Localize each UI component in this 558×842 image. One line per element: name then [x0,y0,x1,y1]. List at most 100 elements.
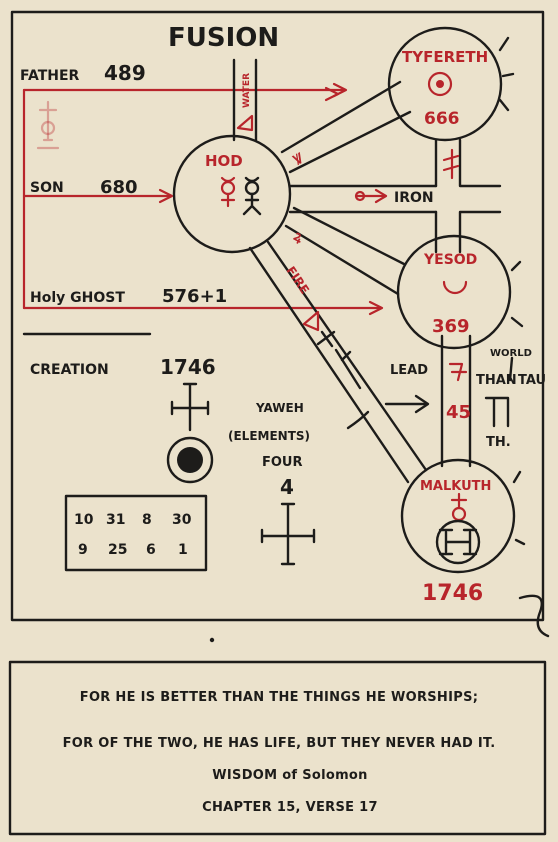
father-value: 489 [104,61,146,85]
iron-label: IRON [394,190,434,206]
yahweh-line2: (ELEMENTS) [228,429,310,443]
lead-label: LEAD [390,363,428,378]
fire-label: FIRE [284,264,312,297]
number-grid-box [64,494,208,572]
creation-value: 1746 [160,355,216,379]
yesod-value: 369 [432,316,470,337]
tiphereth-circle [387,26,503,142]
holy-ghost-arrow-head [368,300,384,316]
grid-r1c1: 10 [74,512,94,528]
yesod-circle [396,234,512,350]
yahweh-line1: YAWEH [255,401,304,415]
quote-line-1: FOR HE IS BETTER THAN THE THINGS HE WORS… [79,690,479,705]
lead-glyph [448,362,468,382]
tiphereth-value: 666 [424,109,460,129]
path-yesod-malkuth [440,334,472,468]
malkuth-inner-circle [435,519,481,565]
path-glyph-cross [316,330,362,390]
path-iron-band [288,184,438,214]
lead-arrow-head [414,394,430,414]
fire-triangle [302,310,320,332]
world-label: WORLD [490,348,532,359]
creation-label: CREATION [30,362,109,378]
faded-figure [36,100,60,150]
dot-mark [209,637,215,643]
son-label: SON [30,180,64,196]
malkuth-rays [512,470,526,546]
path-hod-tiphereth-a [280,80,402,154]
tau-label: TAU [518,373,546,388]
creation-orb-icon [166,436,214,484]
yesod-rays [510,260,524,328]
grid-r2c4: 1 [178,542,188,558]
malkuth-inner-glyph [438,528,478,556]
iron-arrow-head [374,188,388,204]
water-label: WATER [242,73,252,108]
than-label: THAN [476,373,517,388]
path-hod-yesod-b [284,224,400,296]
malkuth-value: 1746 [422,581,483,606]
water-triangle [236,114,254,132]
yahweh-line3: FOUR [262,455,303,470]
father-label: FATHER [20,68,80,84]
sun-icon [427,71,453,97]
grid-r2c2: 25 [108,542,127,558]
holy-ghost-value: 576+1 [162,286,227,307]
grid-r2c3: 6 [146,542,156,558]
grid-r1c2: 31 [106,512,125,528]
grid-r2c1: 9 [78,542,88,558]
node-hod: HOD [172,134,292,254]
quote-source: WISDOM of Solomon [212,768,368,783]
tiph-red-tick [324,86,340,102]
lead-letter-value: 45 [446,402,471,423]
iron-circle [354,190,366,202]
quote-chapter: CHAPTER 15, VERSE 17 [202,800,378,815]
malkuth-circle [400,458,516,574]
son-value: 680 [100,177,138,198]
earth-icon-cross [450,492,468,510]
water-column [232,58,258,142]
earth-icon [451,506,467,522]
creation-cross-icon [170,382,210,432]
yesod-name: YESOD [423,252,477,268]
upper-frame [10,10,545,622]
tau-glyph [484,396,510,428]
path-tiphereth-yesod [434,138,502,254]
mercury-black-icon [244,180,260,196]
hod-tiphereth-letter: Ꝟ [290,150,306,169]
moon-icon [442,280,468,295]
yahweh-cross-icon [260,502,316,566]
yahweh-pointer [346,410,370,430]
mercury-black-icon-cross [242,176,262,216]
tiphereth-rays [498,36,515,112]
frame-scroll [518,594,550,638]
node-tiphereth: TYFERETH 666 [387,26,515,142]
node-yesod: YESOD 369 [396,234,524,350]
quote-frame [8,660,547,836]
mercury-red-icon [220,180,236,196]
grid-r1c3: 8 [142,512,152,528]
th-label: TH. [486,435,511,450]
path-hod-malkuth-a [248,246,410,484]
creation-orb-core [177,447,203,473]
path-hod-yesod-a [292,206,406,266]
sun-icon-dot [436,80,444,88]
hod-name: HOD [205,152,243,170]
node-malkuth: MALKUTH 1746 [400,458,526,606]
world-pointer [508,356,514,382]
tiph-yesod-mark [442,148,460,180]
hod-circle [172,134,292,254]
mercury-red-icon-cross [220,176,236,208]
page-title: FUSION [168,23,279,53]
tiphereth-name: TYFERETH [402,48,488,66]
quote-line-2: FOR OF THE TWO, HE HAS LIFE, BUT THEY NE… [62,736,496,751]
holy-ghost-label: Holy GHOST [30,290,125,306]
path-hod-tiphereth-b [288,110,412,174]
son-arrow-head [158,188,174,204]
malkuth-name: MALKUTH [420,479,491,494]
yahweh-value: 4 [280,475,294,499]
grid-r1c4: 30 [172,512,192,528]
faded-figure-circle [40,120,56,136]
